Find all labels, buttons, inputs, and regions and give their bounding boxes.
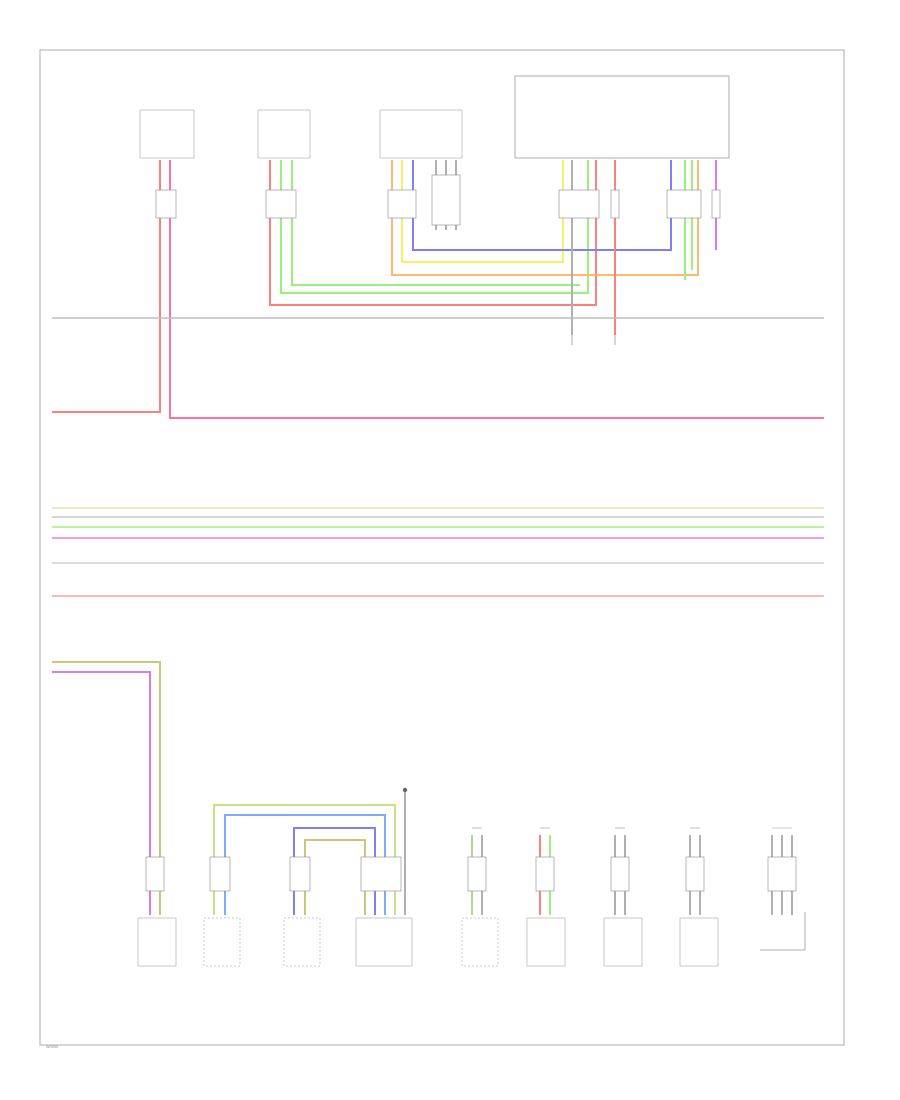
component-b7	[603, 917, 643, 967]
component-c4	[514, 75, 730, 159]
component-b3	[283, 917, 321, 967]
bottom-connectors	[145, 856, 797, 892]
component-b6	[526, 917, 566, 967]
bottom-components	[137, 912, 806, 967]
component-c2	[257, 109, 311, 159]
top-connectors	[155, 174, 721, 226]
component-b5	[461, 917, 499, 967]
component-c3	[379, 109, 463, 159]
splice-point	[402, 787, 408, 793]
component-b2	[203, 917, 241, 967]
component-b9	[760, 912, 806, 951]
component-b8	[679, 917, 719, 967]
component-b1	[137, 917, 177, 967]
diagram-frame	[39, 49, 845, 1046]
component-b4	[355, 917, 413, 967]
page-id: W0000	[46, 1045, 58, 1049]
component-c1	[139, 109, 195, 159]
bus-lines	[52, 317, 824, 597]
